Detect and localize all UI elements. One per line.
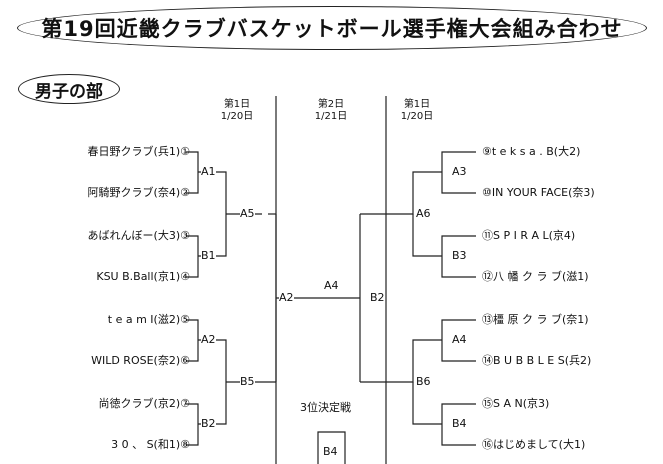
- right-day-header: 第1日 1/20日: [392, 99, 442, 123]
- match-b2-center: B2: [370, 291, 385, 304]
- center-day-label: 第2日: [317, 99, 345, 110]
- left-day-header: 第1日 1/20日: [212, 99, 262, 123]
- match-a4-right: A4: [452, 333, 467, 346]
- left-team-4: KSU B.Ball(京1)④: [96, 270, 190, 283]
- center-day-date: 1/21日: [314, 111, 348, 122]
- right-team-14: ⑭B U B B L E S(兵2): [482, 354, 592, 367]
- left-day-date: 1/20日: [220, 111, 254, 122]
- right-team-16: ⑯はじめまして(大1): [482, 438, 586, 451]
- match-a2-center: A2: [279, 291, 294, 304]
- right-team-12: ⑫八 幡 ク ラ ブ(滋1): [482, 270, 589, 283]
- third-place-label: 3位決定戦: [300, 401, 351, 414]
- left-team-3: あばれんぼー(大3)③: [87, 229, 190, 242]
- match-a6: A6: [416, 207, 431, 220]
- left-day-label: 第1日: [223, 99, 251, 110]
- left-team-7: 尚徳クラブ(京2)⑦: [98, 397, 190, 410]
- match-b6: B6: [416, 375, 431, 388]
- right-team-13: ⑬橿 原 ク ラ ブ(奈1): [482, 313, 589, 326]
- match-b5: B5: [240, 375, 255, 388]
- right-team-15: ⑮S A N(京3): [482, 397, 550, 410]
- tournament-title: 第19回近畿クラブバスケットボール選手権大会組み合わせ: [17, 6, 647, 50]
- right-day-label: 第1日: [403, 99, 431, 110]
- match-b2-left: B2: [201, 417, 216, 430]
- match-b3: B3: [452, 249, 467, 262]
- match-a2-left: A2: [201, 333, 216, 346]
- match-a3: A3: [452, 165, 467, 178]
- match-b4-right: B4: [452, 417, 467, 430]
- match-b4-third: B4: [323, 445, 338, 458]
- section-heading: 男子の部: [18, 74, 120, 104]
- match-b1: B1: [201, 249, 216, 262]
- match-a5: A5: [240, 207, 255, 220]
- center-day-header: 第2日 1/21日: [306, 99, 356, 123]
- left-team-6: WILD ROSE(奈2)⑥: [91, 354, 190, 367]
- right-team-9: ⑨t e k s a . B(大2): [482, 145, 581, 158]
- right-day-date: 1/20日: [400, 111, 434, 122]
- match-a4-final: A4: [324, 279, 339, 292]
- left-team-8: 3 0 、 S(和1)⑧: [111, 438, 190, 451]
- left-team-2: 阿騎野クラブ(奈4)②: [87, 186, 190, 199]
- left-team-5: t e a m I(滋2)⑤: [107, 313, 190, 326]
- left-team-1: 春日野クラブ(兵1)①: [87, 145, 190, 158]
- right-team-11: ⑪S P I R A L(京4): [482, 229, 576, 242]
- match-a1: A1: [201, 165, 216, 178]
- right-team-10: ⑩IN YOUR FACE(奈3): [482, 186, 595, 199]
